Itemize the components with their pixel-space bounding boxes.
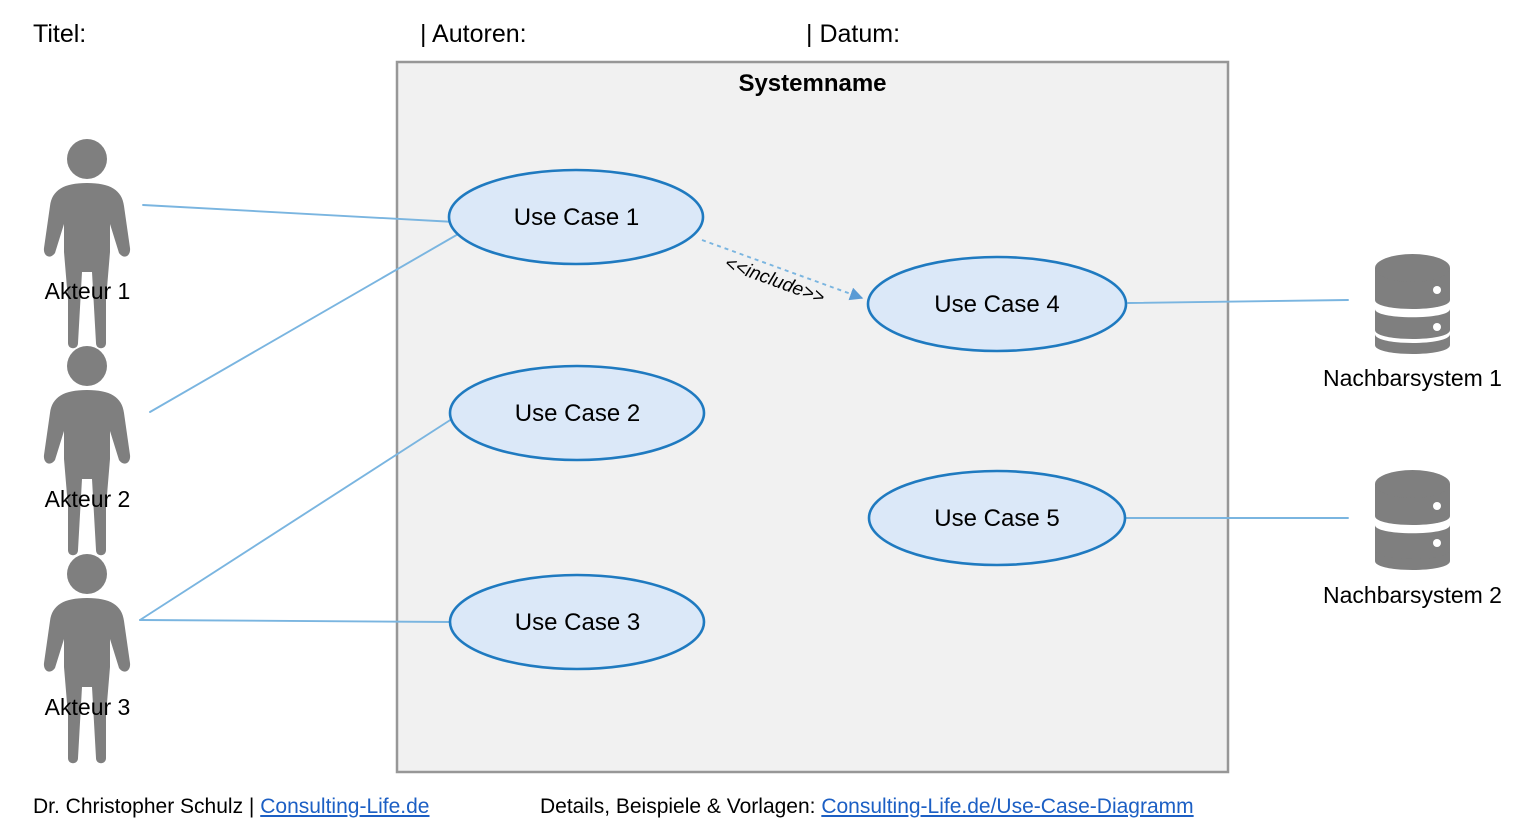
use-case-3-label: Use Case 3: [514, 609, 641, 636]
system-name-label: Systemname: [738, 70, 887, 97]
association-actor3-usecase2: [139, 414, 459, 621]
use-case-4-ellipse[interactable]: [866, 255, 1128, 353]
association-usecase4-neighbour1: [1127, 299, 1349, 304]
footer-author: Dr. Christopher Schulz | Consulting-Life…: [33, 795, 430, 819]
actor-2-label: Akteur 2: [44, 486, 131, 512]
footer-details-link[interactable]: Consulting-Life.de/Use-Case-Diagramm: [821, 795, 1194, 818]
authors-label: | Autoren:: [420, 20, 527, 48]
date-label: | Datum:: [806, 20, 901, 48]
neighbour-system-1-icon-lower: [1375, 334, 1450, 367]
footer-author-link[interactable]: Consulting-Life.de: [260, 795, 430, 818]
use-case-3-ellipse[interactable]: [448, 573, 706, 671]
neighbour-system-2-icon[interactable]: [1375, 470, 1450, 583]
actor-1-label: Akteur 1: [44, 278, 131, 304]
actor-2-icon[interactable]: [43, 346, 131, 556]
actor-3-label: Akteur 3: [44, 694, 131, 720]
actor-1-icon[interactable]: [43, 139, 131, 349]
neighbour-system-2-label: Nachbarsystem 2: [1323, 582, 1502, 608]
footer-author-prefix: Dr. Christopher Schulz |: [33, 795, 261, 818]
use-case-2-label: Use Case 2: [514, 400, 641, 427]
association-actor2-usecase1: [149, 232, 461, 413]
footer-details-prefix: Details, Beispiele & Vorlagen:: [540, 795, 822, 818]
use-case-1-label: Use Case 1: [513, 204, 640, 231]
neighbour-system-1-label: Nachbarsystem 1: [1323, 365, 1502, 391]
use-case-5-label: Use Case 5: [934, 505, 1060, 532]
use-case-4-label: Use Case 4: [934, 291, 1060, 318]
neighbour-system-1-icon[interactable]: [1375, 254, 1450, 357]
association-actor3-usecase3: [139, 619, 453, 623]
use-case-1-ellipse[interactable]: [447, 168, 705, 266]
actor-3-icon[interactable]: [43, 554, 131, 764]
use-case-5-ellipse[interactable]: [867, 469, 1127, 567]
title-label: Titel:: [33, 20, 87, 48]
use-case-2-ellipse[interactable]: [448, 364, 706, 462]
association-actor1-usecase1: [142, 204, 456, 223]
footer-details: Details, Beispiele & Vorlagen: Consultin…: [540, 795, 1194, 819]
